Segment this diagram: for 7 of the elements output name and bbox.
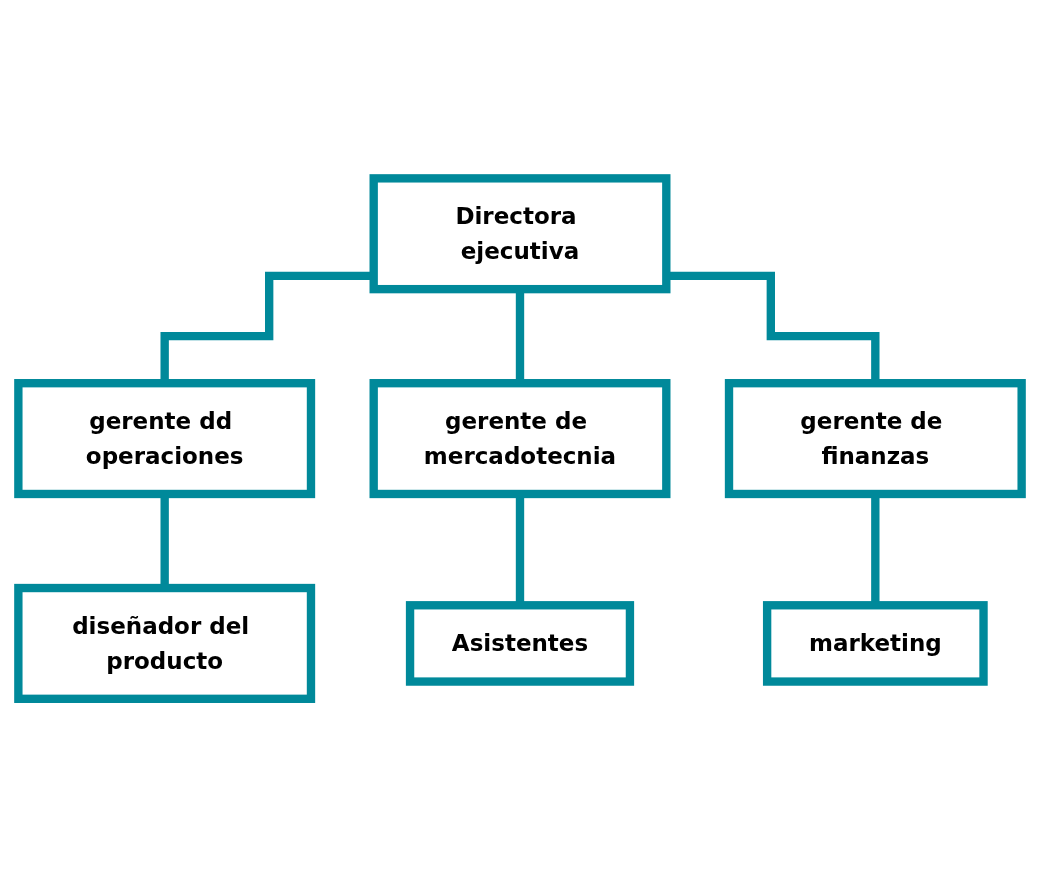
node-box: gerente de mercadotecnia [369, 378, 670, 499]
node-box: diseñador del producto [13, 583, 315, 703]
node-box: marketing [762, 601, 988, 686]
node-box: gerente dd operaciones [13, 378, 315, 499]
node-box: gerente de finanzas [724, 378, 1026, 499]
node-box: Asistentes [405, 601, 634, 686]
node-box: Directora ejecutiva [369, 174, 670, 294]
